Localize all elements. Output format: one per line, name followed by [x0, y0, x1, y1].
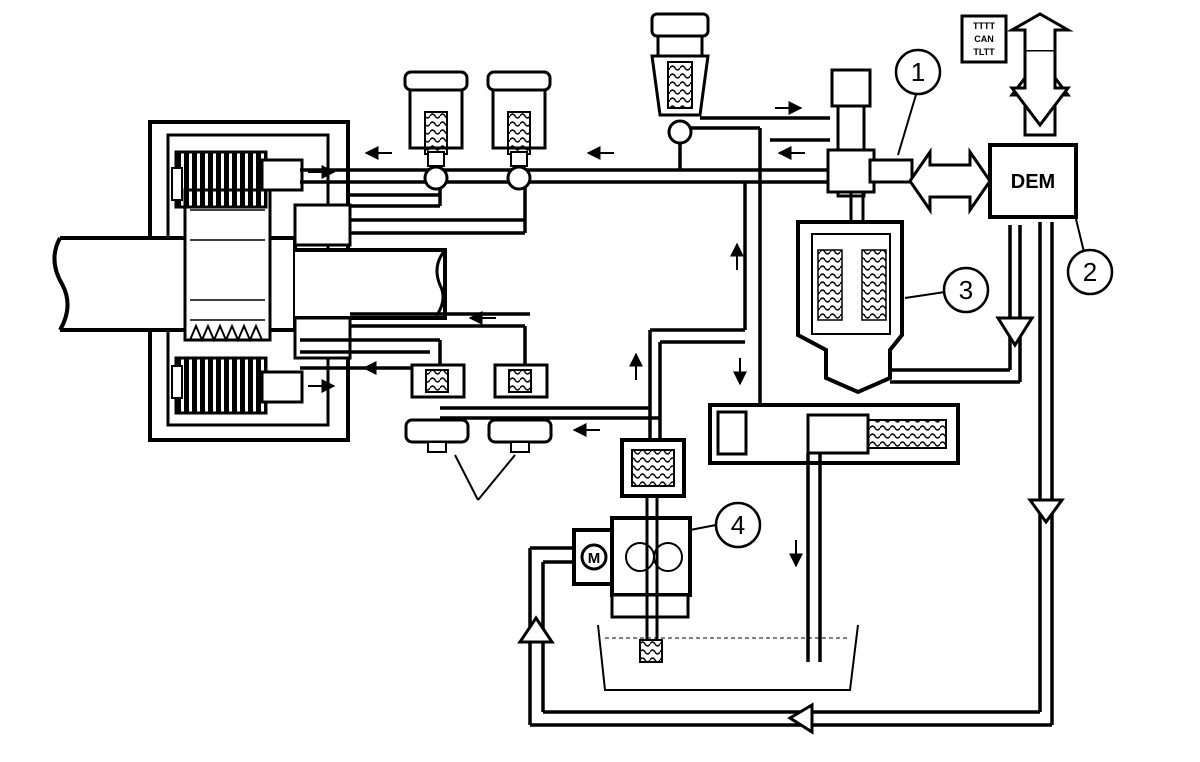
- can-badge-line-2: CAN: [974, 34, 994, 44]
- lower-valve-1: [404, 363, 470, 453]
- pressure-relief-valve: [650, 12, 710, 145]
- callout-1-label: 1: [911, 57, 925, 87]
- callout-4: 4: [689, 501, 762, 549]
- line-direction-markers: [517, 316, 1065, 735]
- lower-valve-2: [487, 363, 553, 453]
- signal-arrow-dem-bus: [1006, 12, 1074, 137]
- callout-3: 3: [904, 266, 990, 314]
- can-badge-line-3: TLTT: [973, 47, 995, 57]
- can-bus-badge: TTTT CAN TLTT: [960, 14, 1008, 64]
- callout-4-label: 4: [731, 510, 745, 540]
- upper-pressure-lines: [300, 116, 830, 410]
- signal-arrow-solenoid-dem: [908, 147, 992, 215]
- flow-arrows: [308, 101, 805, 568]
- motor-label: M: [588, 550, 601, 567]
- reservoir: [597, 624, 859, 691]
- slide-valve: [708, 403, 960, 662]
- clutch-housing: [52, 120, 447, 442]
- callout-2-label: 2: [1083, 257, 1097, 287]
- can-badge-line-1: TTTT: [973, 21, 995, 31]
- callout-1: 1: [894, 48, 942, 156]
- dem-control-unit: DEM: [988, 143, 1078, 219]
- lower-valve-pointer: [454, 454, 516, 501]
- accumulator: [796, 220, 904, 395]
- dem-label: DEM: [1011, 171, 1055, 193]
- pump-unit: M: [572, 496, 692, 663]
- upper-valve-1: [403, 70, 469, 191]
- callout-2: 2: [1066, 214, 1114, 296]
- return-line: [528, 222, 1054, 727]
- filter: [620, 438, 686, 498]
- callout-3-label: 3: [959, 275, 973, 305]
- upper-valve-2: [486, 70, 552, 191]
- lower-pressure-lines: [300, 312, 745, 440]
